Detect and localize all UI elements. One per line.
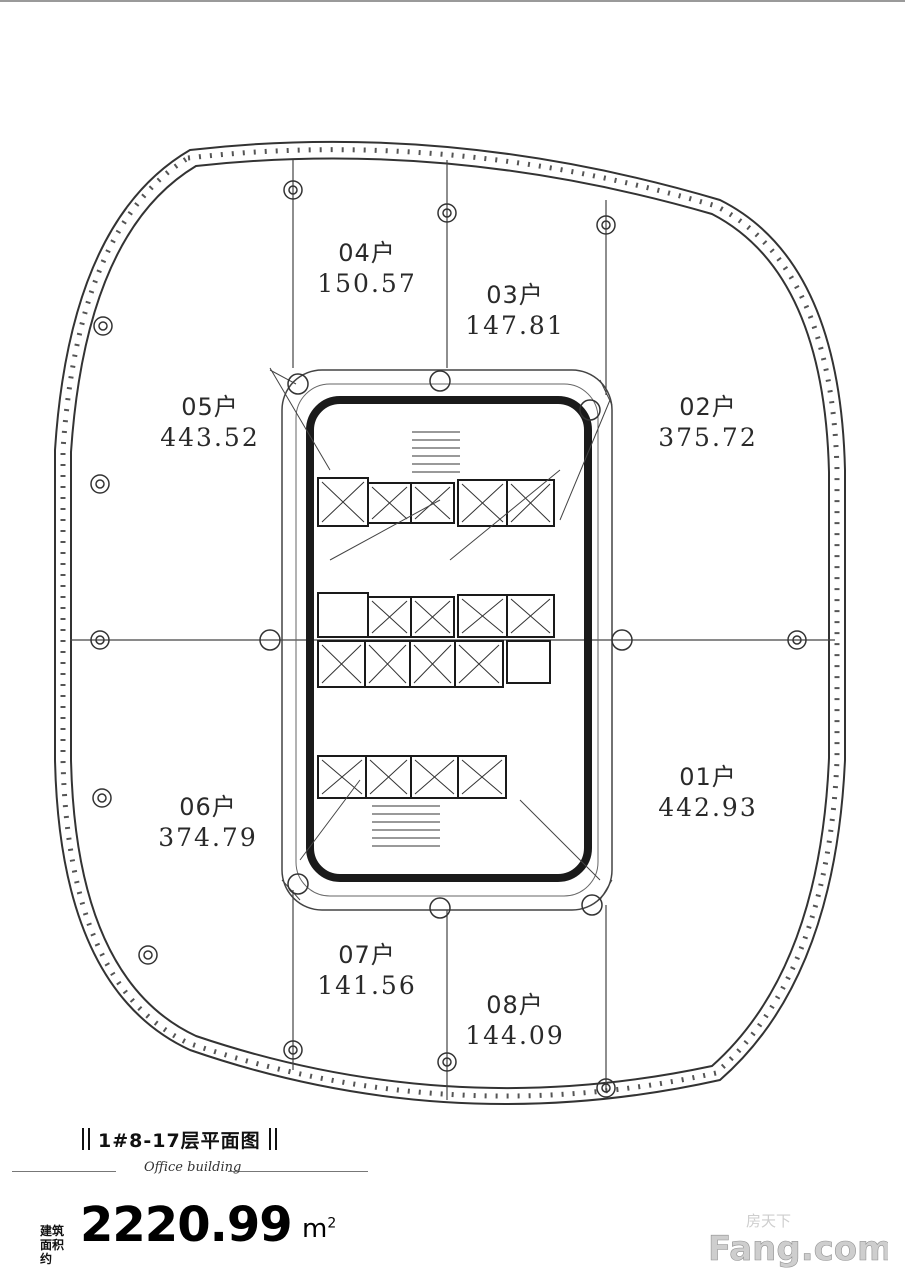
- divider-right: [228, 1171, 368, 1172]
- facade-mullions: [60, 147, 840, 1099]
- caption-bar-right-2: [274, 1128, 277, 1150]
- unit-06: 06户 374.79: [148, 792, 268, 854]
- unit-08: 08户 144.09: [460, 990, 570, 1052]
- unit-04: 04户 150.57: [312, 238, 422, 300]
- unit-01-area: 442.93: [658, 793, 758, 822]
- unit-03: 03户 147.81: [460, 280, 570, 342]
- columns: [90, 180, 807, 1098]
- logo-chinese: 房天下: [746, 1212, 791, 1230]
- core-ring-mid: [295, 383, 599, 897]
- core-wall: [306, 396, 592, 882]
- unit-06-area: 374.79: [158, 823, 258, 852]
- unit-02-name: 02户: [679, 393, 737, 421]
- core-rooms: [317, 477, 555, 799]
- unit-05-area: 443.52: [160, 423, 260, 452]
- floor-plan: [54, 140, 846, 1105]
- caption-bar-right: [268, 1128, 271, 1150]
- caption-bar-left: [82, 1128, 84, 1150]
- fang-logo-icon: 房天下 Fang.com: [708, 1212, 888, 1268]
- unit-05-name: 05户: [181, 393, 239, 421]
- unit-03-area: 147.81: [465, 311, 565, 340]
- divider-left: [12, 1171, 116, 1172]
- unit-07-area: 141.56: [317, 971, 417, 1000]
- diagonal-lines: [269, 367, 613, 901]
- facade-outer: [54, 140, 846, 1105]
- elevator-crosses: [321, 481, 551, 795]
- unit-08-name: 08户: [486, 991, 544, 1019]
- unit-07-name: 07户: [338, 941, 396, 969]
- area-unit-m: m: [302, 1214, 328, 1244]
- top-border: [0, 0, 905, 2]
- total-area-unit: m2: [302, 1214, 336, 1244]
- stairs: [372, 431, 460, 847]
- unit-01-name: 01户: [679, 763, 737, 791]
- total-area-label: 建筑面积约: [40, 1224, 65, 1266]
- caption-bar-left-2: [88, 1128, 90, 1150]
- unit-06-name: 06户: [179, 793, 237, 821]
- unit-01: 01户 442.93: [648, 762, 768, 824]
- facade-inner: [70, 157, 830, 1090]
- unit-03-name: 03户: [486, 281, 544, 309]
- plan-caption: 1#8-17层平面图: [80, 1124, 279, 1154]
- area-unit-power: 2: [327, 1215, 337, 1232]
- plan-subtitle: Office building: [144, 1160, 242, 1175]
- unit-08-area: 144.09: [465, 1021, 565, 1050]
- total-area-value: 2220.99: [80, 1197, 293, 1253]
- unit-04-name: 04户: [338, 239, 396, 267]
- plan-title: 1#8-17层平面图: [98, 1129, 261, 1152]
- unit-04-area: 150.57: [317, 269, 417, 298]
- unit-07: 07户 141.56: [312, 940, 422, 1002]
- unit-02: 02户 375.72: [648, 392, 768, 454]
- unit-02-area: 375.72: [658, 423, 758, 452]
- logo-brand: Fang.com: [708, 1229, 888, 1268]
- unit-05: 05户 443.52: [150, 392, 270, 454]
